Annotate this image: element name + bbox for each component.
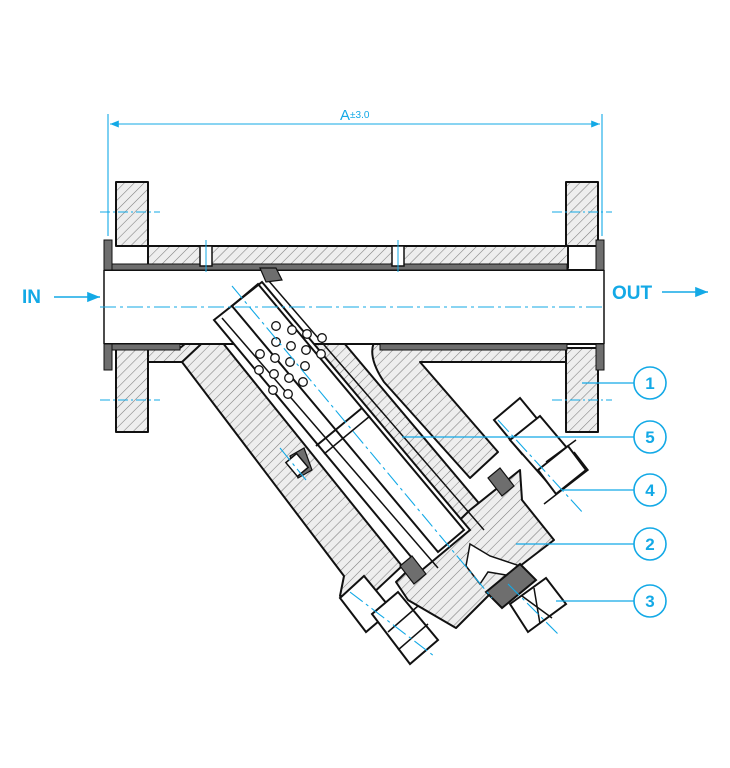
- callout-1: 1: [645, 374, 654, 393]
- screen-perforations: [254, 321, 327, 399]
- callout-3: 3: [645, 592, 654, 611]
- inlet-flange-top: [115, 181, 149, 247]
- callout-4: 4: [645, 481, 655, 500]
- inlet-label: IN: [22, 287, 41, 308]
- centerlines: [100, 285, 606, 657]
- drain-plug: [484, 562, 568, 634]
- dimension-a: [107, 114, 603, 236]
- cover-bolt-right: [492, 396, 590, 505]
- wall-studs: [199, 240, 405, 272]
- callout-2: 2: [645, 535, 654, 554]
- callouts: [402, 366, 667, 618]
- screen-centerline: [231, 285, 493, 599]
- callout-5: 5: [645, 428, 654, 447]
- dimension-value: A: [340, 107, 350, 124]
- outlet-flange-bottom: [565, 347, 599, 433]
- gaskets: [103, 239, 605, 371]
- dimension-tolerance: ±3.0: [350, 110, 370, 121]
- outlet-label: OUT: [612, 283, 653, 304]
- inlet-flange-bottom: [115, 347, 149, 433]
- outlet-flange-top: [565, 181, 599, 247]
- dimension-label: A±3.0: [340, 107, 370, 124]
- callout-numbers: 1 5 4 2 3: [645, 374, 655, 611]
- screen-tube: [230, 282, 466, 554]
